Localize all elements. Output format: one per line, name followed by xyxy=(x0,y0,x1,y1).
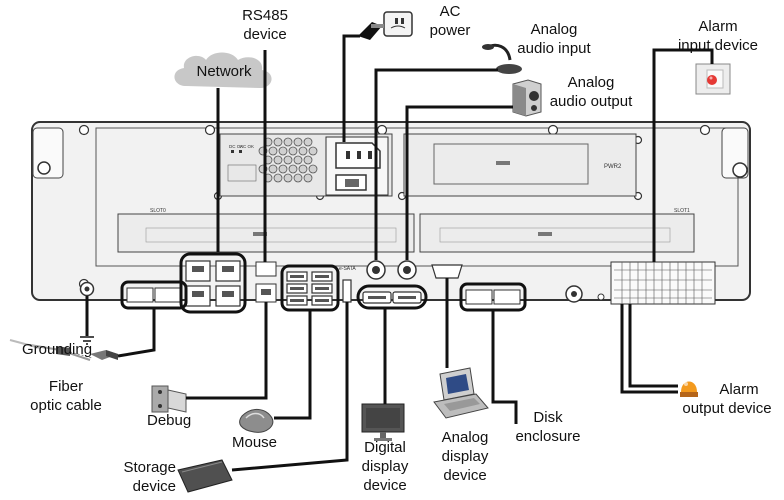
computer-icon xyxy=(433,367,489,419)
alarm-button-icon xyxy=(695,63,731,95)
alarm-lamp-icon xyxy=(680,381,698,397)
storage-device-icon xyxy=(177,459,233,493)
label-grounding: Grounding xyxy=(22,341,93,358)
svg-text:e-SATA: e-SATA xyxy=(339,266,356,272)
speaker-icon xyxy=(512,79,542,117)
svg-text:PWR2: PWR2 xyxy=(604,164,622,170)
label-debug: Debug xyxy=(147,412,192,429)
mouse-icon xyxy=(239,409,274,433)
monitor-icon xyxy=(361,403,405,441)
svg-text:SLOT1: SLOT1 xyxy=(674,208,690,214)
svg-text:AC OK: AC OK xyxy=(240,144,254,149)
device-rear-panel: DC OK AC OK PWR2 SLOT0 SLOT1 xyxy=(31,121,751,307)
fiber-optic-icon xyxy=(9,339,118,361)
cloud-icon xyxy=(174,52,272,88)
svg-text:SLOT0: SLOT0 xyxy=(150,208,166,214)
serial-connector-icon xyxy=(151,385,187,413)
label-network: Network xyxy=(196,63,252,80)
svg-text:DC OK: DC OK xyxy=(229,144,243,149)
label-mouse: Mouse xyxy=(232,434,278,451)
power-plug-icon xyxy=(358,11,413,40)
microphone-icon xyxy=(482,43,522,74)
connection-lines xyxy=(80,34,714,472)
